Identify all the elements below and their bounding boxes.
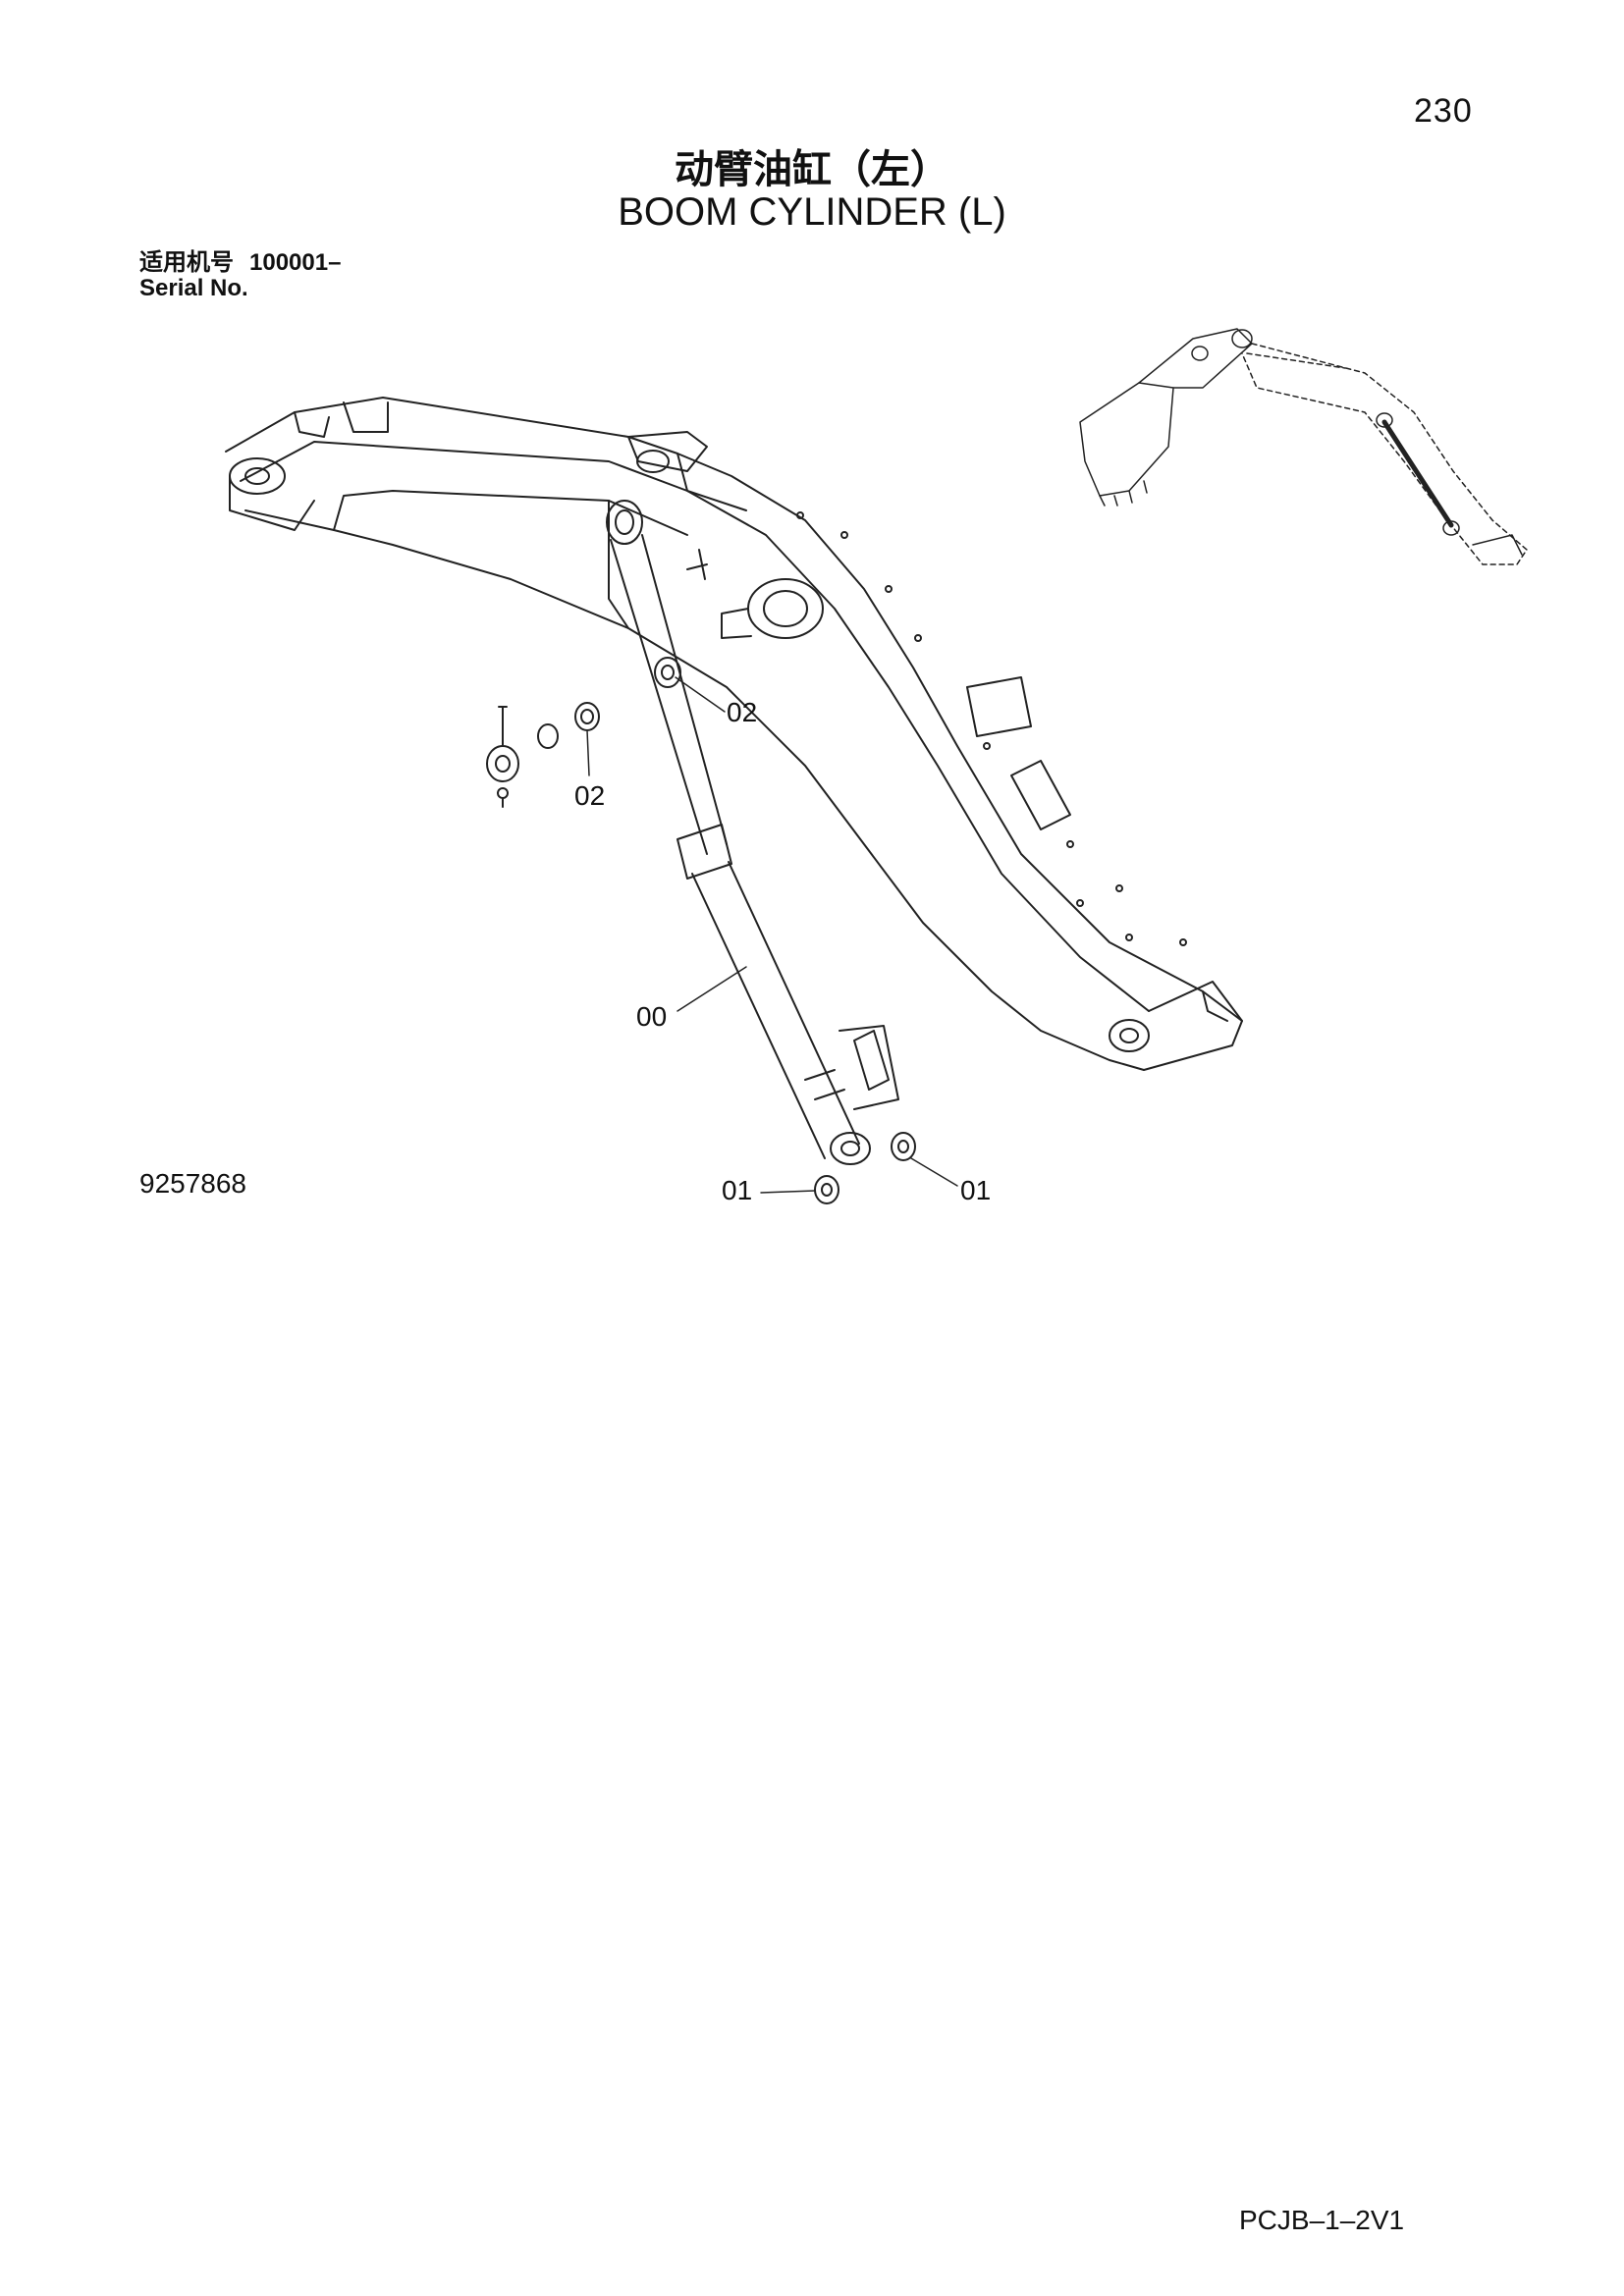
base-bushings-illustration [814,1132,916,1204]
serial-number-block: 适用机号 100001– Serial No. [139,249,341,301]
page-title-english: BOOM CYLINDER (L) [618,190,1006,234]
boom-illustration [225,397,1243,1071]
drawing-number: 9257868 [139,1168,247,1199]
machine-location-thumbnail [1079,328,1528,565]
serial-label-chinese: 适用机号 [139,248,234,276]
page-number: 230 [1414,92,1473,130]
callout-02-upper-right: 02 [727,697,757,727]
callout-leader-lines [586,676,958,1194]
callout-00-cylinder: 00 [636,1001,667,1032]
serial-label-english: Serial No. [139,275,248,301]
page-title-chinese: 动臂油缸（左） [675,147,949,192]
footer-document-code: PCJB–1–2V1 [1239,2205,1405,2235]
callout-01-right: 01 [960,1175,991,1205]
serial-range: 100001– [249,249,342,276]
callout-01-left: 01 [722,1175,752,1205]
callout-02-upper-left: 02 [574,780,605,811]
boom-cylinder-illustration [606,500,899,1165]
boom-cylinder-exploded-drawing: 02 02 00 01 01 [225,328,1528,1205]
